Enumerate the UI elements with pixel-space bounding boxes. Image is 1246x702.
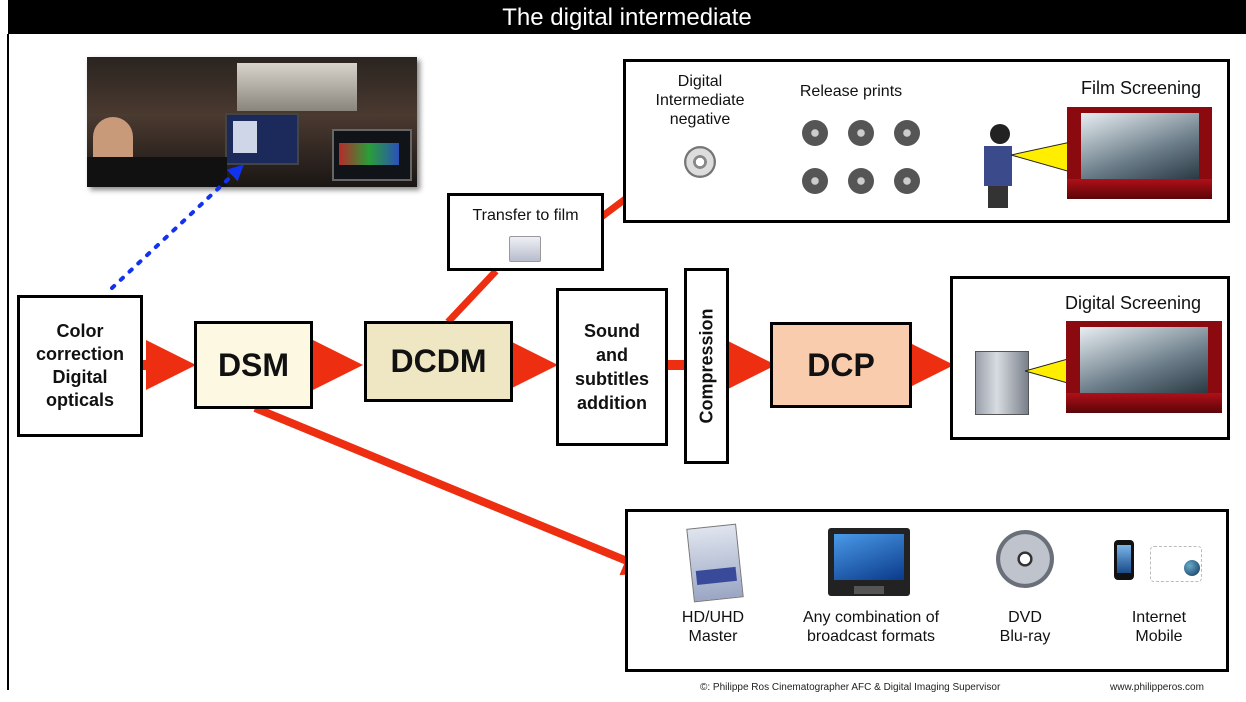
dcdm-box: DCDM: [364, 321, 513, 402]
digital-screening-label: Digital Screening: [1064, 293, 1202, 313]
reel-icon: [894, 120, 920, 146]
deliverable-label-dvd: DVD Blu-ray: [999, 609, 1051, 645]
cinema-screen-icon: [1067, 107, 1212, 199]
film-reel-icon: [684, 146, 716, 178]
tv-icon: [828, 528, 910, 596]
film-screening-label: Film Screening: [1080, 78, 1202, 98]
sound-subtitles-box: Sound and subtitles addition: [556, 288, 668, 446]
compression-label: Compression: [696, 308, 716, 424]
reel-icon: [894, 168, 920, 194]
negative-label: Digital Intermediate negative: [655, 73, 745, 128]
film-projector-icon: [978, 124, 1016, 210]
hd-master-tape-icon: [686, 523, 744, 603]
digital-projector-icon: [975, 351, 1029, 415]
page-title: The digital intermediate: [502, 4, 752, 31]
arrow-dsm-to-deliverables: [253, 404, 656, 576]
deliverable-label-broadcast: Any combination of broadcast formats: [802, 609, 940, 645]
deliverable-label-hd: HD/UHD Master: [681, 609, 745, 645]
grading-suite-photo: [87, 57, 417, 187]
dcp-box: DCP: [770, 322, 912, 408]
compression-box: Compression: [684, 268, 729, 464]
film-recorder-icon: [509, 236, 541, 262]
footer-credit: ©: Philippe Ros Cinematographer AFC & Di…: [700, 682, 1001, 693]
digital-screening-panel: Digital Screening: [950, 276, 1230, 440]
deliverable-label-internet: Internet Mobile: [1131, 609, 1187, 645]
dotted-link-to-photo: [110, 164, 244, 290]
arrow-dcdm-to-transfer: [445, 268, 499, 325]
color-correction-box: Color correction Digital opticals: [17, 295, 143, 437]
left-rule: [7, 34, 9, 690]
reel-icon: [802, 168, 828, 194]
film-release-panel: Digital Intermediate negative Release pr…: [623, 59, 1230, 223]
reel-icon: [848, 120, 874, 146]
digital-projection-beam: [1025, 357, 1075, 385]
footer-website: www.philipperos.com: [1110, 682, 1204, 693]
dsm-box: DSM: [194, 321, 313, 409]
title-bar: [8, 0, 1246, 34]
digital-cinema-screen-icon: [1066, 321, 1222, 413]
transfer-to-film-label: Transfer to film: [472, 207, 579, 224]
projection-beam: [1011, 142, 1071, 172]
release-prints-label: Release prints: [799, 83, 903, 100]
reel-icon: [848, 168, 874, 194]
reel-icon: [802, 120, 828, 146]
deliverables-panel: HD/UHD Master Any combination of broadca…: [625, 509, 1229, 672]
phone-globe-icon: [1114, 540, 1214, 590]
disc-icon: [996, 530, 1054, 588]
transfer-to-film-box: Transfer to film: [447, 193, 604, 271]
